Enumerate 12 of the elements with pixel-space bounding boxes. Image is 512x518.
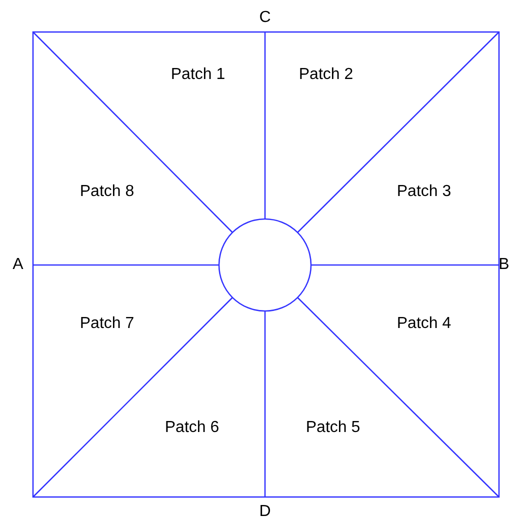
vertex-label: C [259, 10, 271, 26]
vertex-label: B [498, 257, 510, 273]
vertex-label: D [259, 504, 271, 518]
patch-label: Patch 4 [396, 316, 452, 332]
patch-label: Patch 3 [396, 184, 452, 200]
patch-label: Patch 2 [298, 67, 354, 83]
vertex-label: A [12, 257, 24, 273]
patch-label: Patch 5 [306, 420, 360, 436]
patch-label: Patch 7 [80, 316, 134, 332]
patch-label: Patch 1 [170, 67, 226, 83]
patch-label: Patch 6 [164, 420, 220, 436]
patch-label: Patch 8 [80, 184, 134, 200]
